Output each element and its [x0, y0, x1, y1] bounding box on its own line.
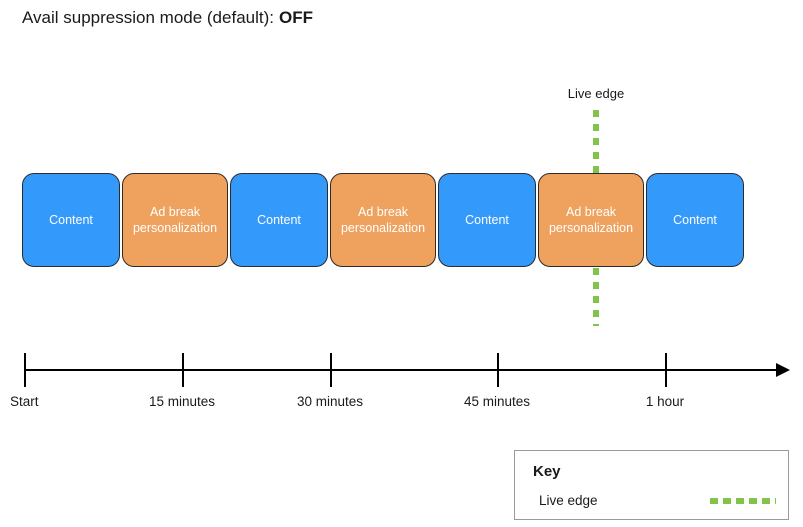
segment-label: Ad break personalization [548, 205, 634, 235]
timeline-tick [497, 353, 499, 387]
segment-content: Content [438, 173, 536, 267]
mode-value: OFF [279, 8, 313, 27]
timeline-tick [330, 353, 332, 387]
segment-adbreak: Ad break personalization [538, 173, 644, 267]
segment-adbreak: Ad break personalization [122, 173, 228, 267]
segment-content: Content [230, 173, 328, 267]
axis-line [24, 369, 784, 371]
segment-content: Content [22, 173, 120, 267]
page-title: Avail suppression mode (default): OFF [22, 6, 313, 30]
timeline-tick-label: Start [10, 394, 39, 409]
segment-track: Content Ad break personalization Content Ad… [22, 173, 744, 267]
key-item-label: Live edge [539, 493, 598, 508]
key-item-swatch-dashed-line [710, 498, 776, 504]
axis-arrow-icon [776, 363, 790, 377]
timeline-tick-label: 45 minutes [463, 394, 531, 409]
timeline-tick-label: 30 minutes [296, 394, 364, 409]
live-edge-label: Live edge [567, 86, 625, 101]
segment-label: Content [257, 213, 301, 227]
segment-content: Content [646, 173, 744, 267]
live-edge-line-upper [593, 110, 599, 174]
timeline-tick [24, 353, 26, 387]
mode-label: Avail suppression mode (default): [22, 8, 274, 27]
segment-adbreak: Ad break personalization [330, 173, 436, 267]
segment-label: Content [465, 213, 509, 227]
key-legend-box: Key Live edge [514, 450, 789, 520]
timeline-tick [665, 353, 667, 387]
segment-label: Content [673, 213, 717, 227]
segment-label: Ad break personalization [132, 205, 218, 235]
timeline-tick [182, 353, 184, 387]
timeline-tick-label: 1 hour [645, 394, 685, 409]
timeline-tick-label: 15 minutes [148, 394, 216, 409]
live-edge-line-lower [593, 268, 599, 326]
segment-label: Ad break personalization [340, 205, 426, 235]
key-title: Key [533, 463, 561, 480]
timeline-axis: Start 15 minutes 30 minutes 45 minutes 1 hou… [0, 340, 803, 415]
segment-label: Content [49, 213, 93, 227]
